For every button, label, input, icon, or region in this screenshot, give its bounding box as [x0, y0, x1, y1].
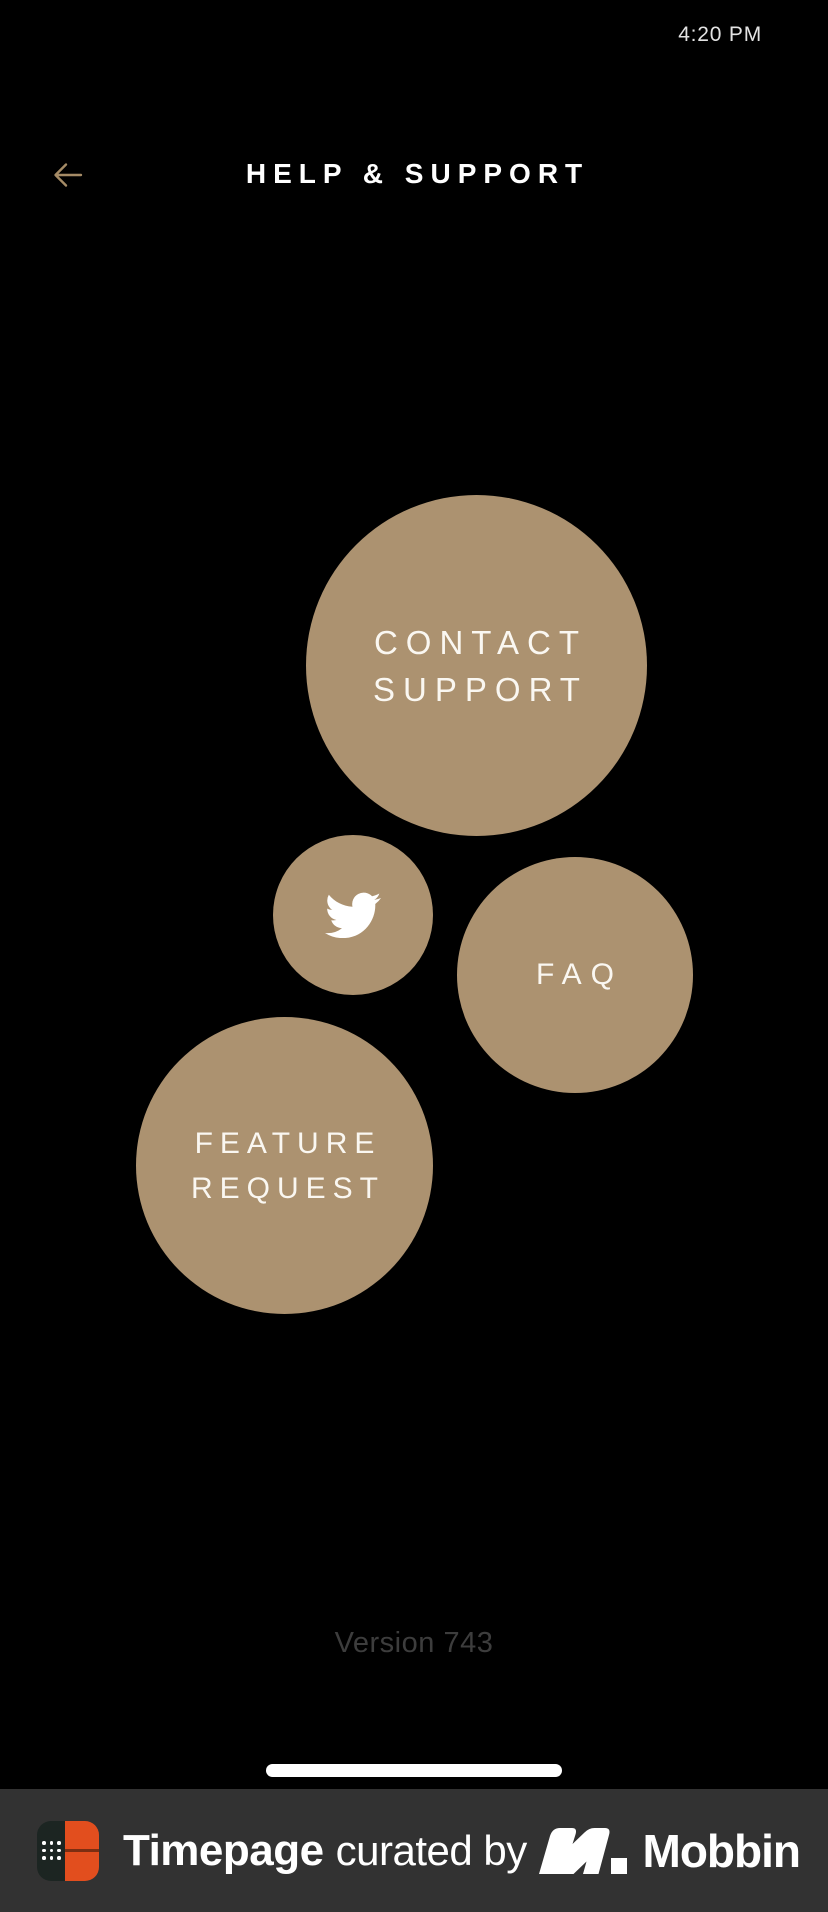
twitter-bird-icon	[325, 892, 381, 938]
banner-app-name: Timepage	[123, 1825, 324, 1875]
faq-label: FAQ	[535, 958, 623, 991]
arrow-left-icon	[52, 159, 84, 191]
banner-curated-by: curated by	[335, 1826, 528, 1874]
feature-request-button[interactable]: FEATURE REQUEST	[136, 1017, 433, 1314]
mobbin-logo-icon	[538, 1827, 627, 1874]
timepage-icon-dots	[37, 1841, 68, 1860]
timepage-icon-orange-half	[65, 1820, 99, 1881]
contact-support-label-line2: SUPPORT	[373, 670, 588, 708]
faq-button[interactable]: FAQ	[457, 857, 693, 1093]
feature-request-label-line2: REQUEST	[190, 1171, 386, 1205]
timepage-app-icon	[37, 1820, 99, 1881]
timepage-icon-dark-half	[37, 1820, 68, 1881]
back-button[interactable]	[46, 153, 90, 197]
status-bar-time: 4:20 PM	[678, 23, 762, 46]
feature-request-label-line1: FEATURE	[194, 1126, 382, 1160]
version-label: Version 743	[334, 1627, 494, 1659]
page-title: HELP & SUPPORT	[245, 158, 590, 189]
twitter-button[interactable]	[273, 835, 433, 995]
contact-support-button[interactable]: CONTACT SUPPORT	[306, 495, 647, 836]
banner-brand-name: Mobbin	[642, 1824, 801, 1877]
home-indicator[interactable]	[266, 1764, 562, 1777]
attribution-banner: Timepage curated by Mobbin	[0, 1789, 828, 1912]
contact-support-label-line1: CONTACT	[373, 623, 588, 661]
